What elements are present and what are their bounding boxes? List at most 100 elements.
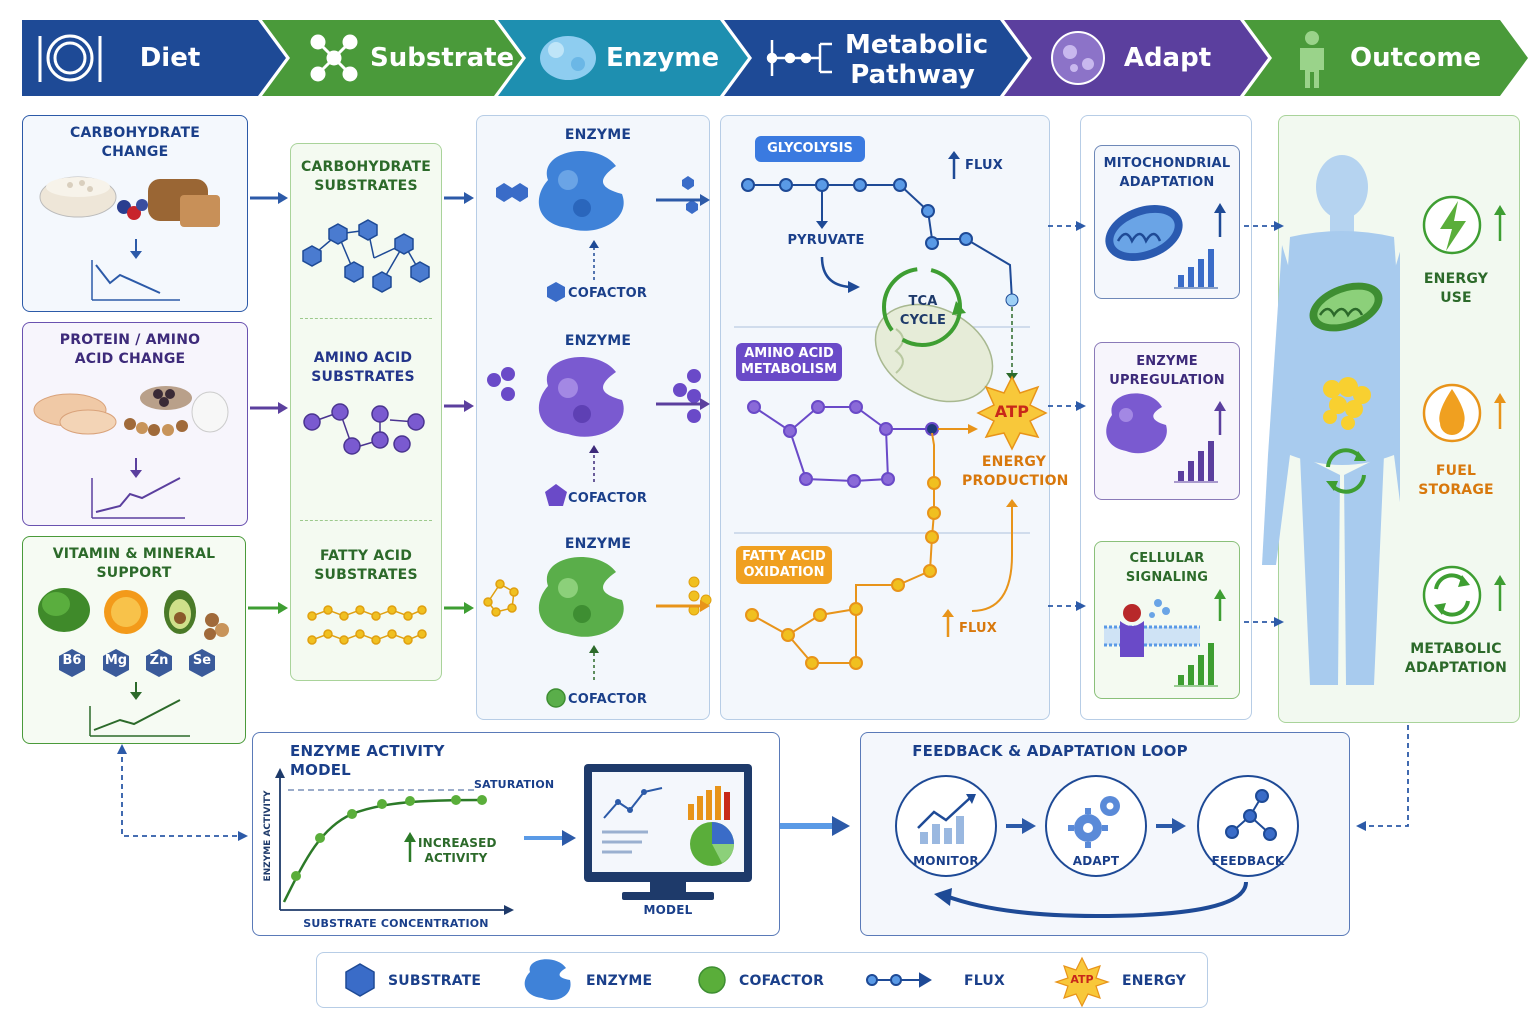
atp-burst-icon [976,375,1048,451]
fatty-flux-chain [745,432,941,670]
atp-label: ATP [994,402,1030,421]
network-icon [1225,789,1277,841]
body-mitochondrion-icon [1309,282,1383,332]
banner-step-diet [22,20,286,96]
cofactor-circle-icon [546,688,566,708]
enzyme-title-2: ENZYME [564,333,632,349]
mitochondrion-icon [1105,204,1183,262]
body-cycle-icon [1326,448,1366,494]
energy-production-label: ENERGY PRODUCTION [962,454,1069,489]
model-computer-icon [584,764,752,900]
blue-enzyme-icon [538,151,624,231]
pathway-icon [766,40,832,76]
metabolic-adaptation-label: METABOLIC ADAPTATION [1404,641,1508,676]
cellular-signaling-label: CELLULAR SIGNALING [1125,551,1209,585]
pathway-diagram [734,151,1048,670]
cofactor-hexagon-icon [547,282,565,302]
fatty-oxidation-tag: FATTY ACID OXIDATION [736,546,832,584]
legend-panel [316,952,1208,1008]
cofactor-label-1: COFACTOR [568,286,648,301]
feedback-feedback-label: FEEDBACK [1211,854,1285,868]
mineral-mg: Mg [104,653,128,668]
legend-atp-label: ATP [1070,973,1094,986]
substrate-divider-1 [300,318,432,319]
vitamin-food-illustration [38,588,229,640]
banner-adapt-label: Adapt [1123,43,1212,73]
lightning-icon [1440,201,1466,251]
monitor-chart-icon [917,794,976,844]
carb-substrate-molecules [302,219,430,293]
legend-cofactor-icon [698,966,726,994]
gears-icon [1068,796,1120,848]
legend-substrate-label: SUBSTRATE [388,973,482,989]
mitochondrion-tca-icon [874,267,994,403]
mito-adaptation-label: MITOCHONDRIAL ADAPTATION [1103,156,1231,190]
diet-vitamin-label: VITAMIN & MINERAL SUPPORT [52,546,216,581]
mineral-se: Se [192,653,212,668]
substrate-amino-label: AMINO ACID SUBSTRATES [311,350,415,385]
molecule-icon [310,34,358,82]
legend-atp-icon [1054,956,1110,1008]
banner-outcome-label: Outcome [1350,43,1482,73]
banner-substrate-label: Substrate [370,43,515,73]
purple-enzyme-small-icon [1106,393,1167,454]
outcome-icons [1422,195,1506,625]
fuel-storage-label: FUEL STORAGE [1418,463,1494,498]
legend-flux-label: FLUX [964,973,1005,989]
cell-icon [1051,31,1105,85]
mineral-badges [59,649,215,677]
legend-enzyme-label: ENZYME [586,973,653,989]
feedback-monitor-label: MONITOR [913,854,979,868]
feedback-adapt-label: ADAPT [1072,854,1120,868]
banner-step-pathway [724,20,1028,96]
glycolysis-flux-label: FLUX [964,158,1004,173]
substrate-divider-2 [300,520,432,521]
cellular-signaling-card [1094,541,1240,699]
banner-enzyme-label: Enzyme [606,43,720,73]
enzyme-illustrations [483,151,712,708]
legend-substrate-icon [345,963,375,997]
y-axis-label: ENZYME ACTIVITY [263,790,273,882]
fat-storage-icon [1323,377,1371,430]
enzyme-title-1: ENZYME [564,127,632,143]
substrate-carb-label: CARBOHYDRATE SUBSTRATES [301,159,431,194]
feedback-loop-diagram [895,775,1299,919]
x-axis-label: SUBSTRATE CONCENTRATION [303,917,489,930]
purple-enzyme-icon [538,357,624,437]
amino-flux-chain [747,400,939,488]
legend-flux-icon [866,972,932,988]
legend-enzyme-icon [524,959,571,1000]
vitamin-trend-chart [89,682,190,737]
cofactor-pentagon-icon [545,484,567,506]
energy-use-label: ENERGY USE [1423,271,1489,306]
enzyme-title-3: ENZYME [564,536,632,552]
protein-food-illustration [33,386,229,519]
banner-metabolic-label: Metabolic [845,30,989,60]
diet-carb-label: CARBOHYDRATE CHANGE [70,125,200,160]
legend-icons [345,956,1110,1008]
diet-vitamin-panel [22,536,246,744]
mineral-zn: Zn [149,653,169,668]
pyruvate-label: PYRUVATE [787,233,865,248]
fatty-substrate-molecules [307,605,427,645]
human-body-illustration [1262,155,1400,685]
enzyme-model-title: ENZYME ACTIVITY MODEL [290,742,445,779]
banner-step-substrate [262,20,522,96]
carb-food-illustration [39,176,220,301]
glycolysis-tag: GLYCOLYSIS [755,136,865,162]
adapt-illustrations [1104,203,1226,687]
cofactor-label-2: COFACTOR [568,491,648,506]
feedback-title: FEEDBACK & ADAPTATION LOOP [912,742,1188,760]
enzyme-blob-icon [540,36,596,80]
saturation-label: SATURATION [474,778,555,791]
amino-metabolism-tag: AMINO ACID METABOLISM [736,343,842,381]
green-enzyme-icon [538,557,624,637]
increased-activity-label: INCREASED ACTIVITY [418,836,497,865]
plate-icon [38,34,102,82]
banner-diet-label: Diet [139,43,201,73]
substrate-fatty-label: FATTY ACID SUBSTRATES [314,548,418,583]
diet-protein-label: PROTEIN / AMINO ACID CHANGE [59,332,201,367]
fuel-drop-icon [1439,389,1465,435]
tca-cycle-label: TCA CYCLE [899,294,947,328]
fatty-flux-label: FLUX [958,621,998,636]
